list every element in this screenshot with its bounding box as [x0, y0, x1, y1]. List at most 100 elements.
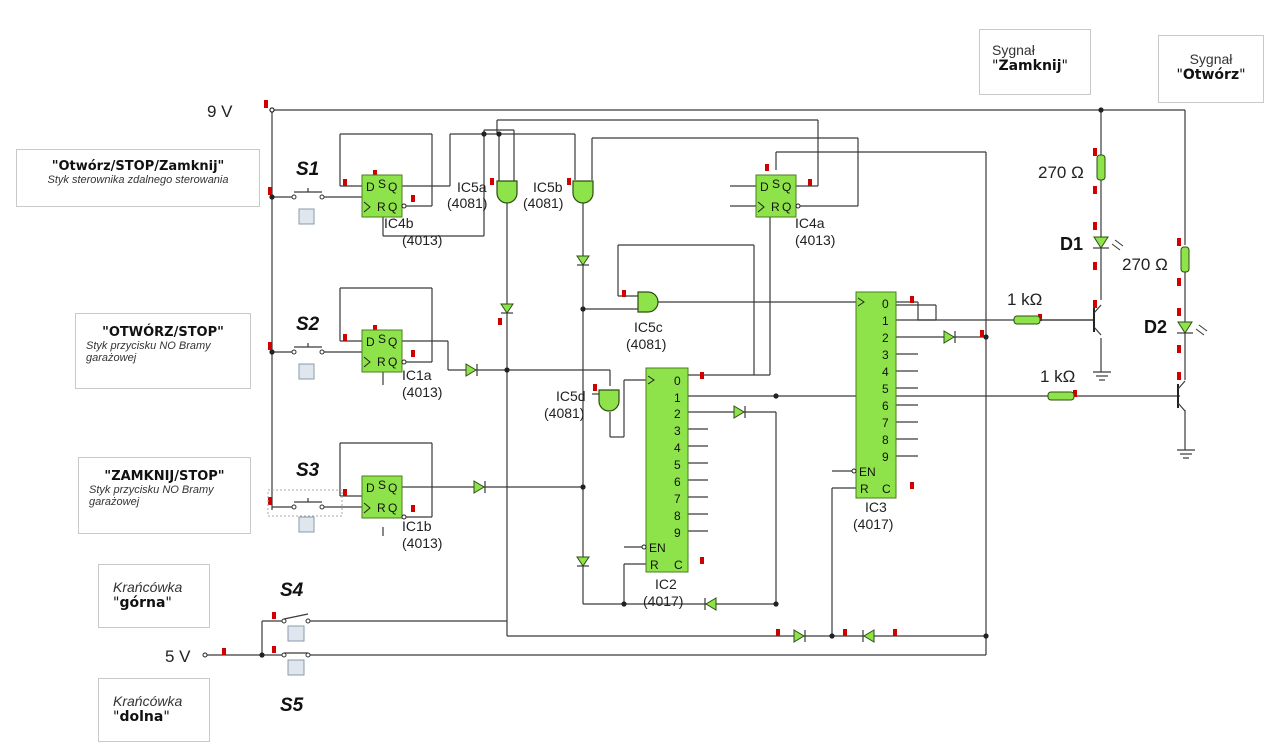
svg-text:(4013): (4013): [402, 384, 442, 400]
svg-text:(4081): (4081): [544, 405, 584, 421]
flip-flop-ic4a: D S Q R Q: [755, 174, 801, 218]
note-upper-word-line: "górna": [113, 595, 172, 611]
resistor-1k-a: [1013, 315, 1041, 325]
supply-5v-label: 5 V: [165, 647, 191, 666]
note-open-stop: "OTWÓRZ/STOP" Styk przycisku NO Bramy ga…: [75, 313, 251, 389]
note-limit-upper: Krańcówka "górna": [98, 564, 210, 628]
note-lower-word-line: "dolna": [113, 709, 170, 725]
switch-s2-label: S2: [296, 314, 320, 335]
pin-markers: [222, 100, 1181, 655]
switch-s4[interactable]: [281, 613, 311, 642]
svg-text:IC1a: IC1a: [402, 367, 432, 383]
svg-text:R: R: [860, 482, 869, 496]
svg-text:3: 3: [674, 424, 681, 438]
svg-text:S: S: [378, 332, 386, 346]
svg-text:1: 1: [674, 391, 681, 405]
signal-close-pre: Sygnał: [992, 42, 1035, 58]
svg-text:EN: EN: [649, 541, 666, 555]
svg-text:Q: Q: [388, 355, 397, 369]
note-open-sub: Styk przycisku NO Bramy garażowej: [86, 340, 211, 364]
svg-text:IC5b: IC5b: [533, 179, 563, 195]
svg-text:D: D: [366, 481, 375, 495]
svg-text:8: 8: [674, 509, 681, 523]
svg-text:EN: EN: [859, 465, 876, 479]
flip-flop-ic1b: D S Q R Q: [361, 475, 407, 520]
svg-text:1: 1: [882, 314, 889, 328]
flip-flop-ic4b: D S Q R Q: [361, 174, 407, 218]
svg-text:Q: Q: [388, 501, 397, 515]
note-limit-lower: Krańcówka "dolna": [98, 678, 210, 742]
note-open-title: "OTWÓRZ/STOP": [102, 325, 224, 340]
r270b-label: 270 Ω: [1122, 255, 1168, 274]
svg-text:R: R: [377, 501, 386, 515]
svg-text:IC5c: IC5c: [634, 319, 663, 335]
resistor-270-b: [1180, 246, 1190, 273]
transistor-t1: [1040, 304, 1111, 381]
signal-close-word-line: "Zamknij": [992, 58, 1068, 74]
junctions: [259, 107, 1104, 658]
svg-text:IC4b: IC4b: [384, 215, 414, 231]
svg-text:9: 9: [674, 526, 681, 540]
signal-open-pre: Sygnał: [1189, 51, 1233, 67]
switch-s4-label: S4: [280, 580, 304, 601]
switch-s5-label: S5: [280, 695, 304, 716]
svg-text:S: S: [378, 478, 386, 492]
note-close-title: "ZAMKNIJ/STOP": [104, 469, 225, 484]
note-signal-close: Sygnał "Zamknij": [979, 29, 1091, 95]
labels: 9 V 5 V S1 S2 S3 S4 S5 IC4b (4013) IC1a …: [165, 102, 1168, 716]
svg-text:(4017): (4017): [853, 516, 893, 532]
svg-text:(4081): (4081): [626, 336, 666, 352]
supply-9v-label: 9 V: [207, 102, 233, 121]
svg-text:R: R: [771, 200, 780, 214]
svg-text:(4013): (4013): [402, 232, 442, 248]
r1ka-label: 1 kΩ: [1007, 290, 1042, 309]
svg-text:3: 3: [882, 348, 889, 362]
transistor-t2: [1177, 380, 1195, 459]
pin-r: R: [377, 200, 386, 214]
switch-s3-label: S3: [296, 460, 320, 481]
svg-text:(4013): (4013): [795, 232, 835, 248]
note-lower-word: dolna: [119, 709, 164, 725]
r1kb-label: 1 kΩ: [1040, 367, 1075, 386]
svg-text:R: R: [650, 558, 659, 572]
svg-text:5: 5: [882, 382, 889, 396]
svg-text:IC4a: IC4a: [795, 215, 825, 231]
svg-text:4: 4: [882, 365, 889, 379]
svg-text:IC5d: IC5d: [556, 388, 586, 404]
note-close-sub: Styk przycisku NO Bramy garażowej: [89, 484, 214, 508]
switch-s5[interactable]: [281, 652, 311, 676]
switch-s1[interactable]: [291, 188, 325, 225]
svg-text:0: 0: [674, 374, 681, 388]
svg-text:0: 0: [882, 297, 889, 311]
svg-text:8: 8: [882, 433, 889, 447]
pin-q: Q: [388, 180, 397, 194]
signal-close-word: Zamknij: [998, 58, 1062, 74]
note-lower-pre: Krańcówka: [113, 693, 183, 709]
resistor-1k-b: [1047, 391, 1075, 401]
svg-text:Q: Q: [782, 200, 791, 214]
svg-text:D: D: [760, 180, 769, 194]
counter-ic2: 0 1 2 3 4 5 6 7 8 9 EN R C: [641, 367, 689, 573]
r270a-label: 270 Ω: [1038, 163, 1084, 182]
note-remote-sub: Styk sterownika zdalnego sterowania: [47, 174, 229, 186]
note-upper-pre: Krańcówka: [113, 579, 183, 595]
and-gate-ic5d: [598, 389, 620, 412]
led-d2: [1177, 321, 1208, 336]
led-d1: [1093, 236, 1124, 251]
signal-open-word: Otwórz: [1182, 67, 1240, 83]
svg-text:7: 7: [882, 416, 889, 430]
svg-text:(4017): (4017): [643, 593, 683, 609]
wires: [205, 109, 1186, 656]
note-upper-word: górna: [119, 595, 166, 611]
svg-text:D: D: [366, 335, 375, 349]
svg-text:4: 4: [674, 441, 681, 455]
svg-text:9: 9: [882, 450, 889, 464]
d1-label: D1: [1060, 234, 1083, 254]
switch-s1-label: S1: [296, 159, 319, 180]
switch-s3[interactable]: [267, 489, 343, 533]
svg-text:C: C: [882, 482, 891, 496]
svg-text:S: S: [772, 177, 780, 191]
svg-text:C: C: [674, 558, 683, 572]
switch-s2[interactable]: [291, 343, 325, 380]
